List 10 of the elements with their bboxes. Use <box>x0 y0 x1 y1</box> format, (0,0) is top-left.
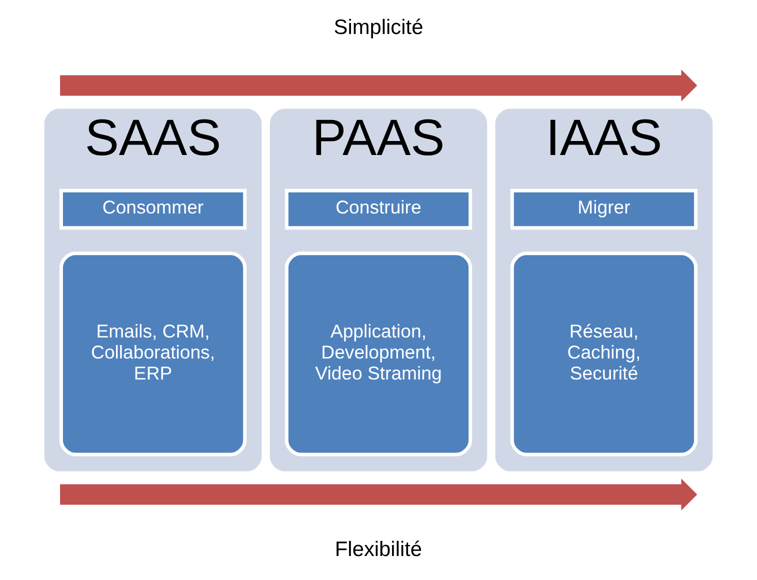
node-arrow <box>60 70 698 102</box>
node-box: Application, Development, Video Straming <box>284 252 472 456</box>
label: Simplicité <box>334 16 424 40</box>
node-box: Consommer <box>59 188 247 230</box>
node-box: Construire <box>284 188 472 230</box>
label: Flexibilité <box>334 538 422 562</box>
node-box: Emails, CRM, Collaborations, ERP <box>59 252 247 456</box>
node-arrow <box>60 478 698 510</box>
node-box: Réseau, Caching, Securité <box>510 252 698 456</box>
node-box: Migrer <box>510 188 698 230</box>
